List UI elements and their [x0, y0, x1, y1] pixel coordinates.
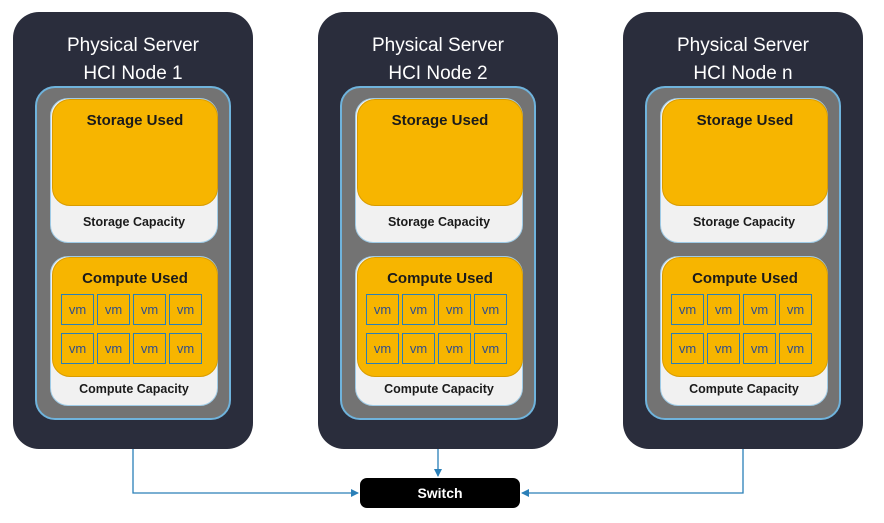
- vm-box: vm: [707, 294, 740, 325]
- node-title: Physical Server HCI Node 1: [13, 32, 253, 88]
- storage-capacity-label: Storage Capacity: [82, 215, 186, 229]
- node-title-line2: HCI Node 1: [83, 63, 183, 84]
- vm-box: vm: [474, 333, 507, 364]
- vm-box: vm: [474, 294, 507, 325]
- server-node-2: Physical Server HCI Node 2 Storage Used …: [318, 12, 558, 449]
- vm-grid: vm vm vm vm vm vm vm vm: [61, 294, 209, 364]
- storage-capacity-box: Storage Used Storage Capacity: [355, 98, 523, 243]
- node-title: Physical Server HCI Node n: [623, 32, 863, 88]
- vm-grid: vm vm vm vm vm vm vm vm: [671, 294, 819, 364]
- resource-pool: Storage Used Storage Capacity Compute Us…: [35, 86, 231, 420]
- vm-box: vm: [402, 294, 435, 325]
- storage-used-label: Storage Used: [696, 112, 794, 129]
- compute-capacity-label: Compute Capacity: [689, 382, 799, 396]
- connector-node-n: [521, 449, 744, 497]
- storage-used-box: Storage Used: [52, 99, 218, 206]
- node-title-line1: Physical Server: [677, 35, 809, 56]
- vm-box: vm: [438, 333, 471, 364]
- compute-used-box: Compute Used vm vm vm vm vm vm vm vm: [52, 257, 218, 377]
- resource-pool: Storage Used Storage Capacity Compute Us…: [645, 86, 841, 420]
- connector-node-1: [132, 449, 359, 497]
- compute-capacity-box: Compute Used vm vm vm vm vm vm vm vm Com…: [355, 256, 523, 406]
- vm-box: vm: [133, 333, 166, 364]
- storage-used-box: Storage Used: [662, 99, 828, 206]
- storage-used-label: Storage Used: [86, 112, 184, 129]
- vm-box: vm: [671, 333, 704, 364]
- compute-capacity-box: Compute Used vm vm vm vm vm vm vm vm Com…: [50, 256, 218, 406]
- server-node-1: Physical Server HCI Node 1 Storage Used …: [13, 12, 253, 449]
- compute-capacity-label: Compute Capacity: [79, 382, 189, 396]
- vm-box: vm: [97, 333, 130, 364]
- vm-box: vm: [779, 294, 812, 325]
- vm-box: vm: [61, 333, 94, 364]
- node-title: Physical Server HCI Node 2: [318, 32, 558, 88]
- vm-grid: vm vm vm vm vm vm vm vm: [366, 294, 514, 364]
- compute-used-box: Compute Used vm vm vm vm vm vm vm vm: [357, 257, 523, 377]
- compute-used-box: Compute Used vm vm vm vm vm vm vm vm: [662, 257, 828, 377]
- server-node-n: Physical Server HCI Node n Storage Used …: [623, 12, 863, 449]
- compute-capacity-label: Compute Capacity: [384, 382, 494, 396]
- vm-box: vm: [169, 333, 202, 364]
- node-title-line1: Physical Server: [372, 35, 504, 56]
- vm-box: vm: [707, 333, 740, 364]
- storage-capacity-label: Storage Capacity: [387, 215, 491, 229]
- storage-capacity-box: Storage Used Storage Capacity: [50, 98, 218, 243]
- storage-used-label: Storage Used: [391, 112, 489, 129]
- vm-box: vm: [402, 333, 435, 364]
- vm-box: vm: [779, 333, 812, 364]
- vm-box: vm: [169, 294, 202, 325]
- vm-box: vm: [366, 294, 399, 325]
- vm-box: vm: [366, 333, 399, 364]
- vm-box: vm: [438, 294, 471, 325]
- resource-pool: Storage Used Storage Capacity Compute Us…: [340, 86, 536, 420]
- node-title-line1: Physical Server: [67, 35, 199, 56]
- storage-used-box: Storage Used: [357, 99, 523, 206]
- compute-used-label: Compute Used: [82, 270, 188, 287]
- compute-used-label: Compute Used: [387, 270, 493, 287]
- vm-box: vm: [61, 294, 94, 325]
- network-switch: Switch: [360, 478, 520, 508]
- storage-capacity-box: Storage Used Storage Capacity: [660, 98, 828, 243]
- compute-used-label: Compute Used: [692, 270, 798, 287]
- vm-box: vm: [671, 294, 704, 325]
- storage-capacity-label: Storage Capacity: [692, 215, 796, 229]
- node-title-line2: HCI Node 2: [388, 63, 488, 84]
- node-title-line2: HCI Node n: [693, 63, 793, 84]
- vm-box: vm: [743, 333, 776, 364]
- compute-capacity-box: Compute Used vm vm vm vm vm vm vm vm Com…: [660, 256, 828, 406]
- vm-box: vm: [97, 294, 130, 325]
- vm-box: vm: [133, 294, 166, 325]
- vm-box: vm: [743, 294, 776, 325]
